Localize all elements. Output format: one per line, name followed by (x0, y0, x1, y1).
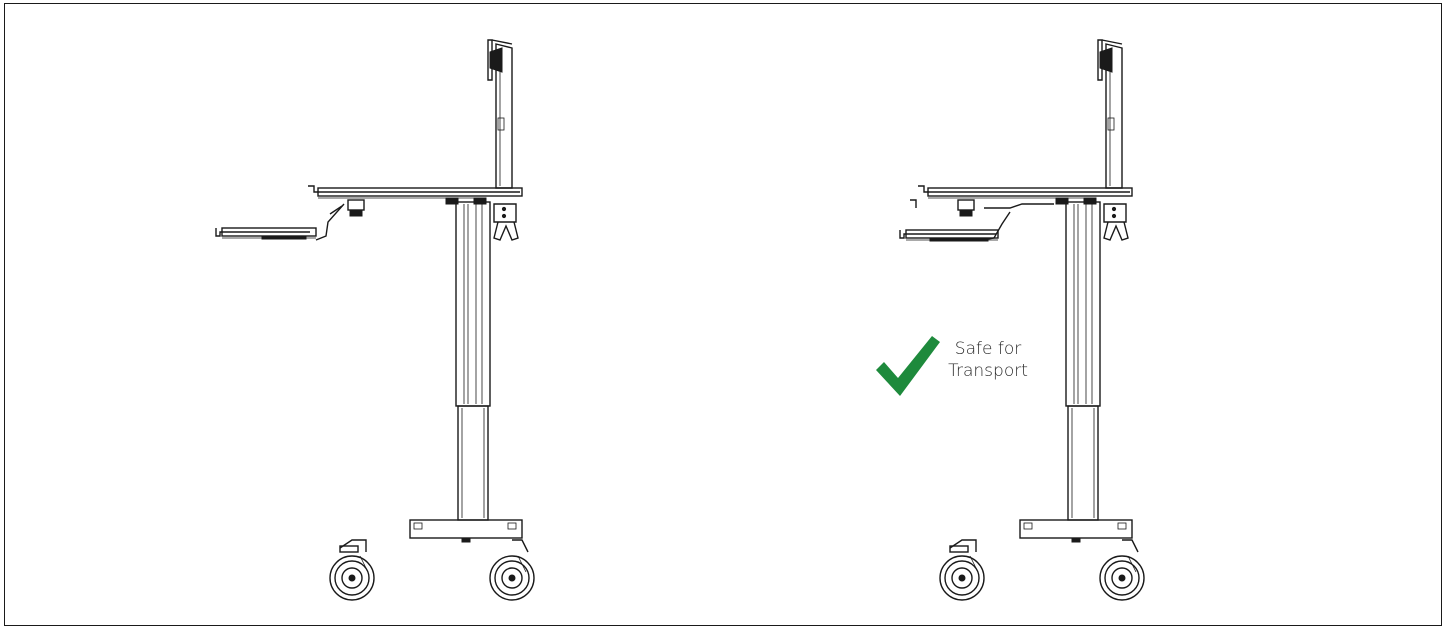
cart-transport (899, 39, 1145, 601)
keyboard-arm (984, 203, 1054, 209)
status-label: Safe for Transport (928, 338, 1048, 382)
keyboard-arm (315, 203, 345, 241)
checkmark-icon (876, 336, 940, 396)
status-line-2: Transport (948, 361, 1028, 381)
keyboard-tray (899, 229, 999, 242)
diagram-frame (4, 3, 1442, 626)
cart-extended (215, 39, 535, 601)
status-line-1: Safe for (954, 339, 1022, 359)
keyboard-tray (215, 227, 317, 240)
